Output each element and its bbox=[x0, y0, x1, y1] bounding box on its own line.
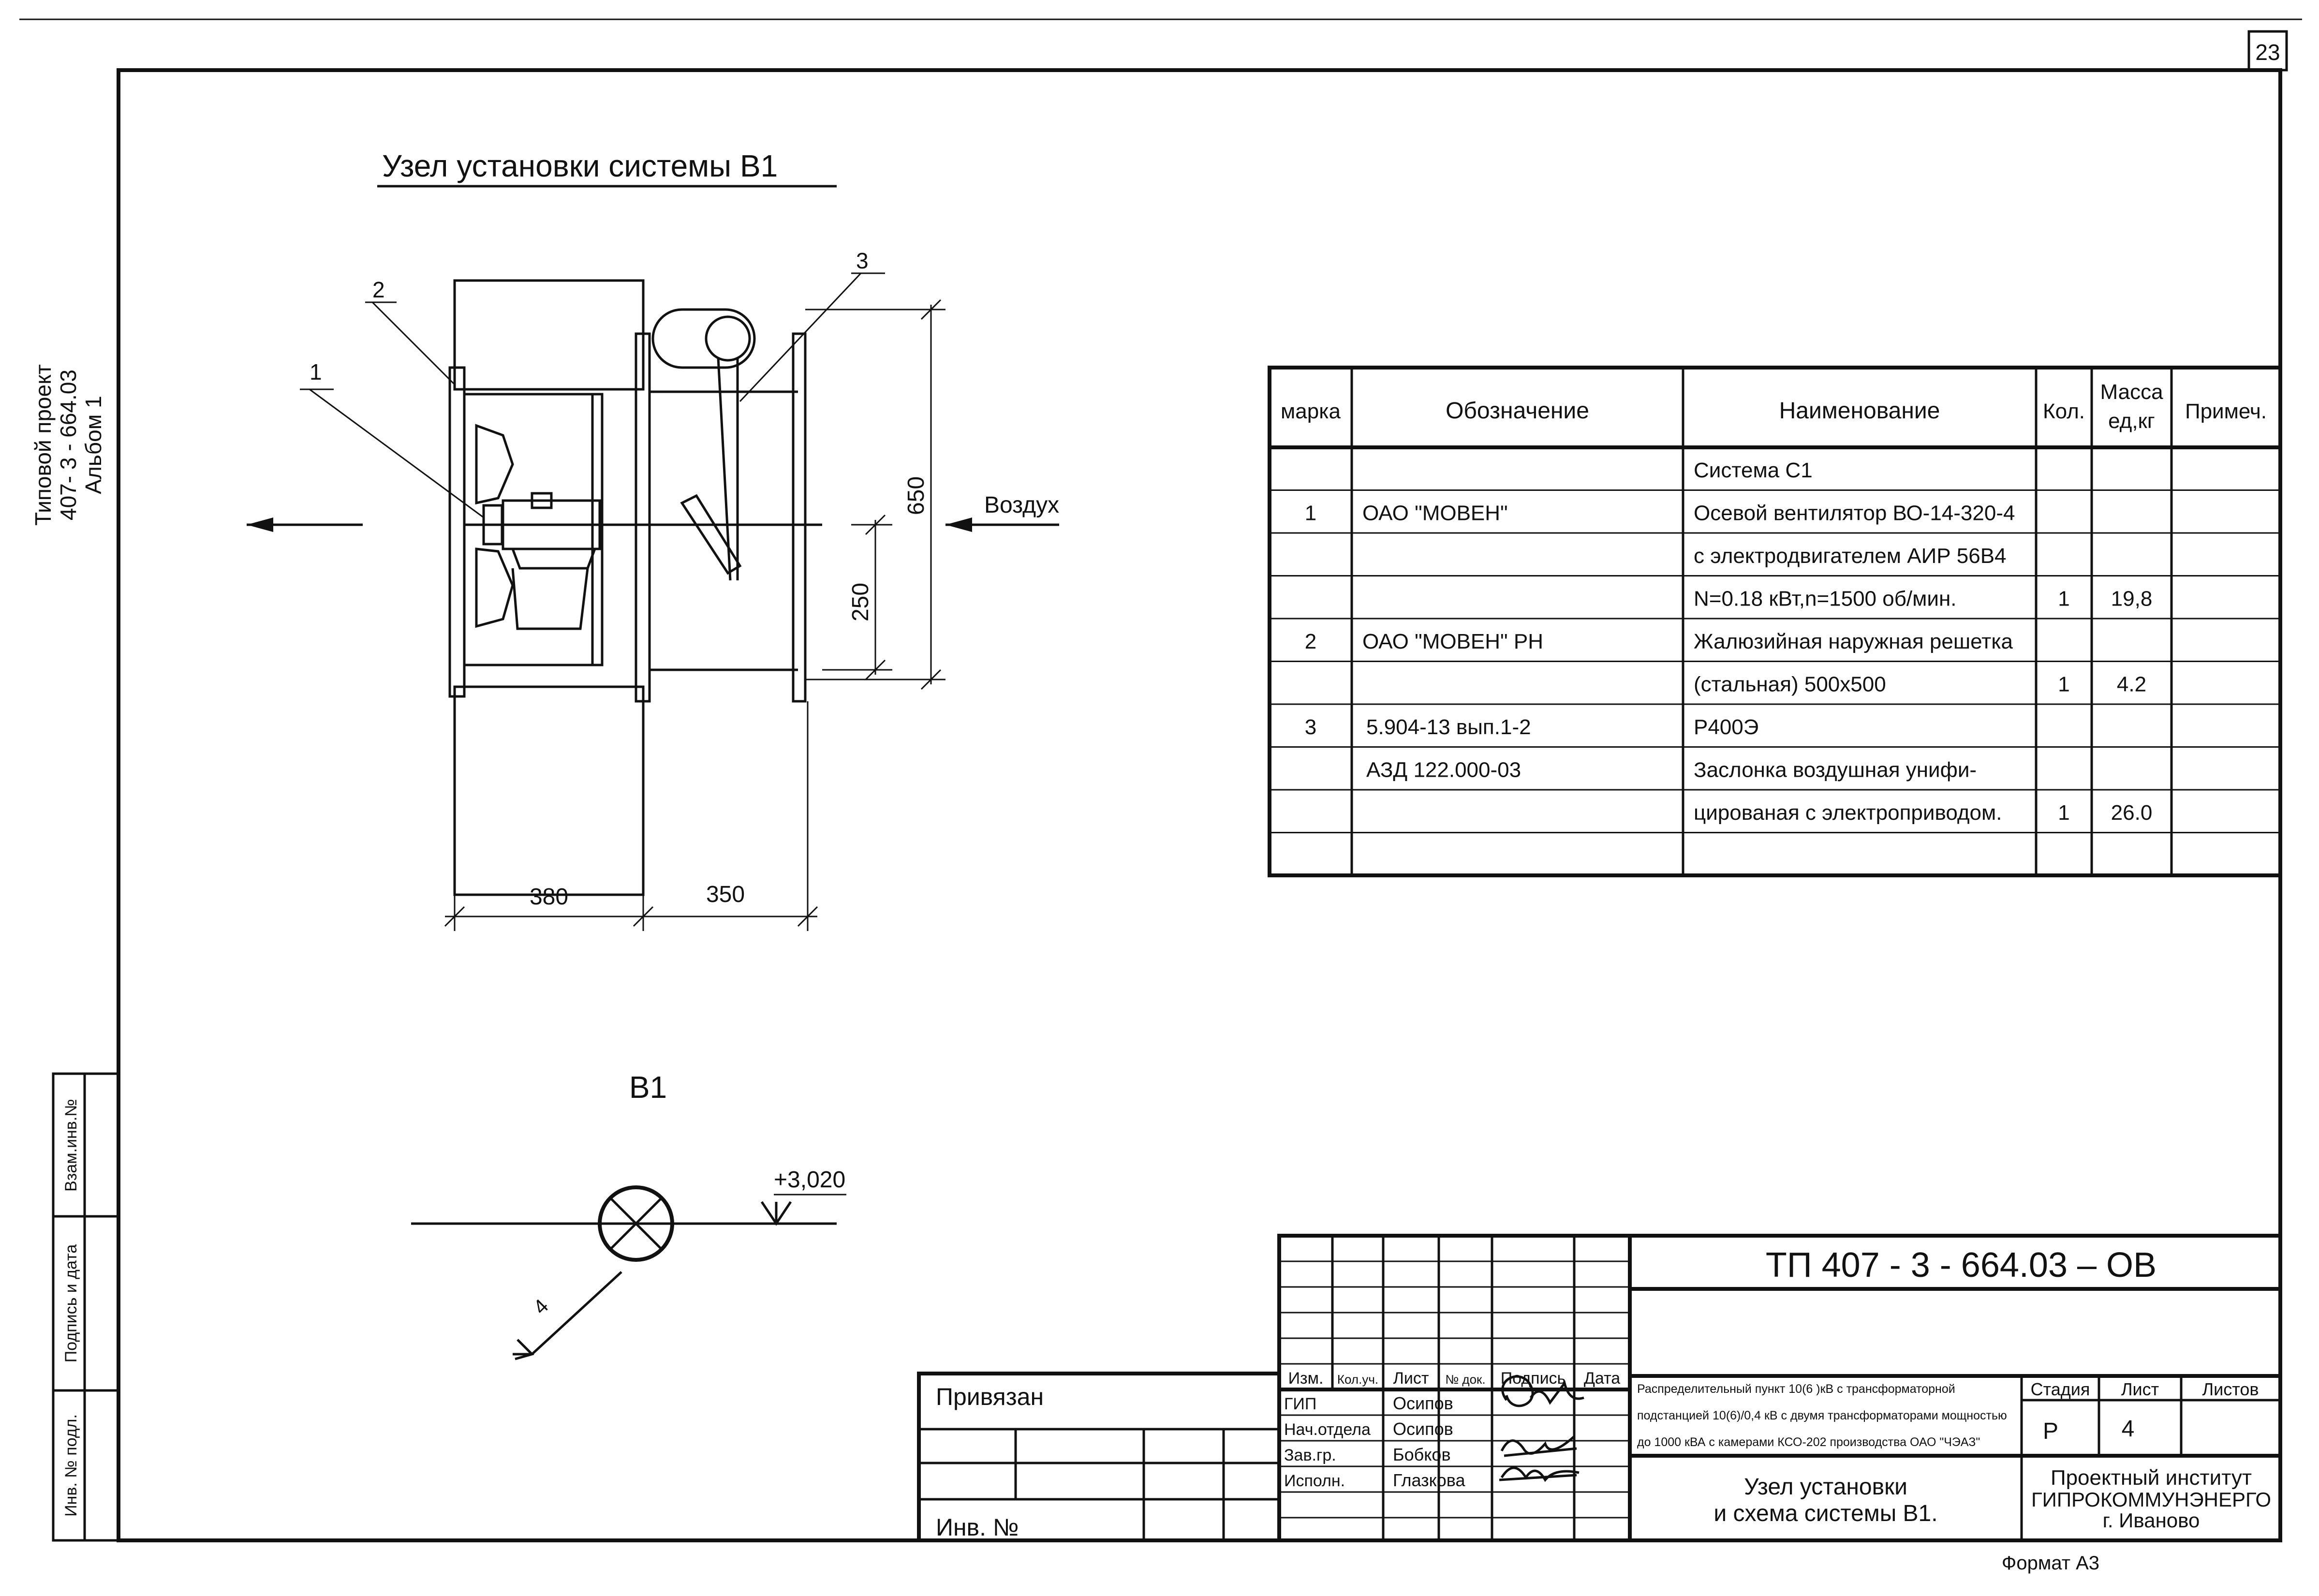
desc-line-1: Распределительный пункт 10(6 )кВ с транс… bbox=[1637, 1382, 1955, 1396]
schema-b1: В1 4 +3,020 bbox=[411, 1070, 846, 1360]
schema-number: 4 bbox=[529, 1295, 553, 1319]
callout-1: 1 bbox=[310, 359, 322, 384]
stamp-podpis: Подпись и дата bbox=[62, 1244, 80, 1363]
signature-1 bbox=[1501, 1375, 1584, 1407]
staff-role: ГИП bbox=[1284, 1395, 1316, 1413]
dim-250: 250 bbox=[848, 583, 873, 621]
staff-role: Исполн. bbox=[1284, 1472, 1345, 1490]
spec-cell: с электродвигателем АИР 56В4 bbox=[1694, 544, 2007, 568]
air-flow-arrows: Воздух bbox=[247, 492, 1059, 532]
tb-col-header: Лист bbox=[1393, 1369, 1429, 1388]
callout-3: 3 bbox=[856, 248, 869, 273]
dim-650: 650 bbox=[903, 476, 929, 515]
spec-header-2: Наименование bbox=[1779, 398, 1940, 424]
tb-col-header: Изм. bbox=[1288, 1369, 1324, 1388]
spec-cell: Заслонка воздушная унифи- bbox=[1694, 758, 1977, 782]
side-label-line1: Типовой проект bbox=[30, 364, 56, 526]
spec-cell: 1 bbox=[1305, 502, 1316, 525]
spec-cell: 19,8 bbox=[2111, 587, 2153, 611]
damper-duct bbox=[650, 308, 807, 703]
spec-cell: цированая с электроприводом. bbox=[1694, 801, 2002, 825]
org-line-1: Проектный институт bbox=[2051, 1466, 2252, 1490]
spec-header-3: Кол. bbox=[2043, 399, 2085, 423]
sheets-label: Листов bbox=[2202, 1379, 2259, 1399]
staff-name: Осипов bbox=[1393, 1419, 1453, 1439]
page-number: 23 bbox=[2255, 40, 2280, 65]
spec-cell: Система С1 bbox=[1694, 458, 1813, 482]
dim-380: 380 bbox=[530, 884, 568, 910]
inv-no-label: Инв. № bbox=[936, 1514, 1019, 1541]
page-number-box: 23 bbox=[2247, 30, 2288, 72]
spec-header-mass: Масса bbox=[2100, 380, 2163, 404]
stage-value: Р bbox=[2043, 1419, 2058, 1444]
stamp-vzam: Взам.инв.№ bbox=[62, 1099, 80, 1192]
spec-header-5: Примеч. bbox=[2185, 399, 2267, 423]
tb-col-header: Дата bbox=[1584, 1369, 1620, 1388]
staff-name: Осипов bbox=[1393, 1393, 1453, 1413]
spec-cell: 1 bbox=[2058, 801, 2069, 825]
stage-label: Стадия bbox=[2031, 1379, 2090, 1399]
spec-cell: АЗД 122.000-03 bbox=[1366, 758, 1521, 782]
spec-cell: ОАО "МОВЕН" РН bbox=[1362, 630, 1543, 653]
spec-cell: Осевой вентилятор ВО-14-320-4 bbox=[1694, 502, 2015, 525]
spec-cell: 4.2 bbox=[2117, 673, 2146, 696]
spec-header-mass-unit: ед,кг bbox=[2108, 409, 2155, 433]
signature-2 bbox=[1500, 1435, 1577, 1457]
drawing-title: Узел установки системы В1 bbox=[382, 148, 778, 183]
spec-cell: 1 bbox=[2058, 673, 2069, 696]
side-stamp: Взам.инв.№ Подпись и дата Инв. № подл. bbox=[52, 1072, 120, 1542]
sheet-value: 4 bbox=[2122, 1416, 2135, 1442]
desc-line-2: подстанцией 10(6)/0,4 кВ с двумя трансфо… bbox=[1637, 1409, 2007, 1422]
sheet-label: Лист bbox=[2121, 1379, 2159, 1399]
spec-cell: 3 bbox=[1305, 715, 1316, 739]
dim-350: 350 bbox=[706, 882, 745, 907]
side-label: Типовой проект 407- 3 - 664.03 Альбом 1 bbox=[30, 364, 106, 526]
callout-2: 2 bbox=[372, 277, 385, 302]
schema-title: В1 bbox=[629, 1070, 667, 1105]
tb-col-header: Кол.уч. bbox=[1337, 1372, 1378, 1387]
spec-cell: 1 bbox=[2058, 587, 2069, 611]
doc-code: ТП 407 - 3 - 664.03 – ОВ bbox=[1766, 1246, 2157, 1285]
org-line-2: ГИПРОКОММУНЭНЕРГО bbox=[2031, 1488, 2271, 1511]
privyazan-label: Привязан bbox=[936, 1383, 1044, 1410]
tb-col-header: № док. bbox=[1445, 1372, 1485, 1387]
sheet-title-2: и схема системы В1. bbox=[1713, 1501, 1937, 1526]
spec-header-0: марка bbox=[1281, 399, 1341, 423]
staff-role: Нач.отдела bbox=[1284, 1420, 1371, 1439]
spec-header-1: Обозначение bbox=[1446, 398, 1589, 424]
schema-elevation: +3,020 bbox=[774, 1167, 845, 1193]
spec-cell: 26.0 bbox=[2111, 801, 2153, 825]
format-label: Формат А3 bbox=[2002, 1552, 2099, 1574]
spec-cell: N=0.18 кВт,n=1500 об/мин. bbox=[1694, 587, 1957, 611]
spec-cell: (стальная) 500х500 bbox=[1694, 673, 1886, 696]
spec-cell: Р400Э bbox=[1694, 715, 1758, 739]
side-label-line3: Альбом 1 bbox=[81, 396, 106, 494]
sheet-title-1: Узел установки bbox=[1744, 1474, 1907, 1500]
spec-cell: 2 bbox=[1305, 630, 1316, 653]
title-block: ТП 407 - 3 - 664.03 – ОВ Изм. Кол.уч. Лист… bbox=[1277, 1234, 2282, 1542]
callouts: 1 2 3 bbox=[300, 248, 885, 518]
stamp-inv: Инв. № подл. bbox=[62, 1414, 80, 1517]
desc-line-3: до 1000 кВА с камерами КСО-202 производс… bbox=[1637, 1435, 1980, 1449]
spec-table: марка Обозначение Наименование Кол. Масса ед,… bbox=[1268, 366, 2282, 877]
spec-cell: ОАО "МОВЕН" bbox=[1362, 502, 1508, 525]
spec-cell: Жалюзийная наружная решетка bbox=[1694, 630, 2013, 653]
staff-role: Зав.гр. bbox=[1284, 1446, 1336, 1464]
wall-section bbox=[453, 279, 645, 896]
org-line-3: г. Иваново bbox=[2103, 1509, 2200, 1532]
privyazan-block: Привязан Инв. № bbox=[917, 1372, 1281, 1542]
staff-name: Глазкова bbox=[1393, 1470, 1465, 1490]
side-label-line2: 407- 3 - 664.03 bbox=[56, 369, 81, 520]
signature-3 bbox=[1499, 1466, 1580, 1482]
dimensions: 650 250 380 350 bbox=[444, 299, 945, 931]
spec-cell: 5.904-13 вып.1-2 bbox=[1366, 715, 1531, 739]
air-label: Воздух bbox=[984, 492, 1059, 518]
staff-name: Бобков bbox=[1393, 1445, 1451, 1464]
